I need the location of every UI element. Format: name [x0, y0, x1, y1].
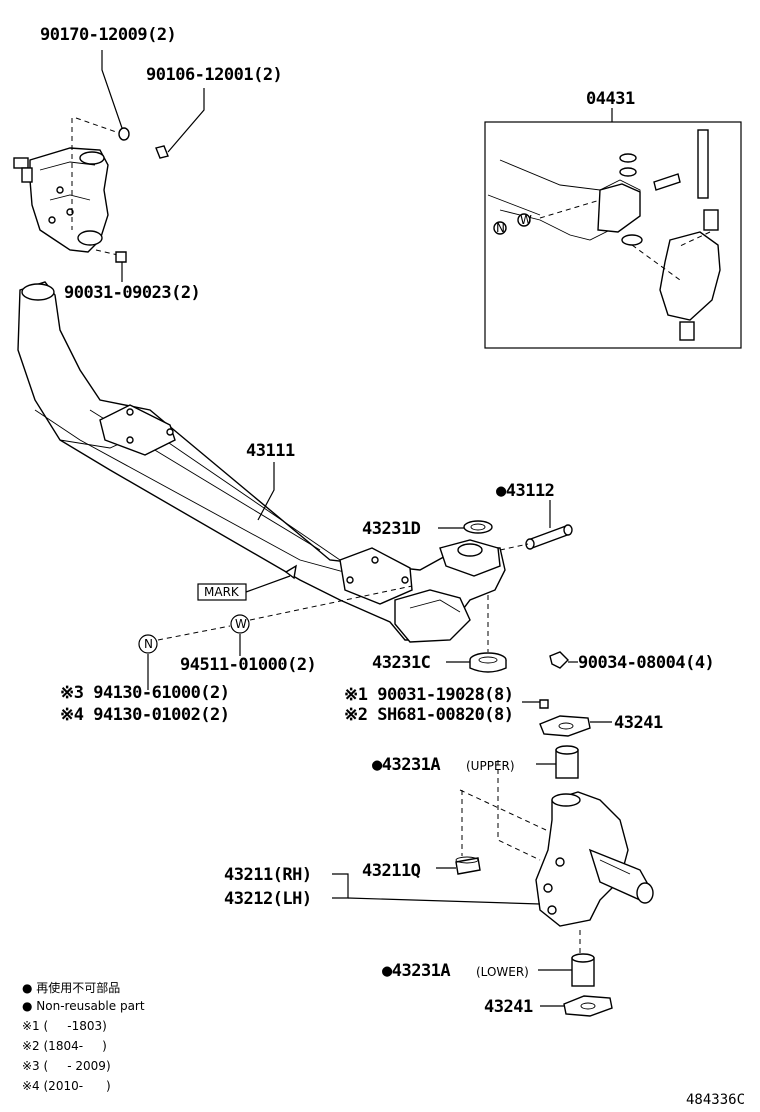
label-94511-01000: 94511-01000(2) — [180, 655, 316, 675]
steering-knuckle-43211 — [459, 760, 654, 927]
bushing-43211q — [455, 856, 481, 875]
grease-fitting-90034 — [549, 651, 569, 669]
label-43211: 43211(RH) — [224, 865, 312, 885]
label-90034-08004: 90034-08004(4) — [578, 653, 714, 673]
bolt-90031-19028 — [539, 699, 549, 709]
washer-43231d — [463, 520, 493, 534]
label-04431: 04431 — [586, 89, 635, 109]
inset-marker-w: W — [520, 213, 532, 227]
diagram-id: 484336C — [686, 1092, 745, 1108]
legend-note1: ※1 ( -1803) — [22, 1019, 107, 1033]
label-90031-09023: 90031-09023(2) — [64, 283, 200, 303]
marker-n: N — [138, 634, 158, 654]
bolt-90106 — [155, 145, 169, 159]
marker-n-letter: N — [144, 637, 153, 651]
marker-w-letter: W — [235, 617, 247, 631]
label-43112: ●43112 — [496, 481, 554, 501]
label-90031-19028: ※1 90031-19028(8) — [344, 685, 514, 705]
legend-note2: ※2 (1804- ) — [22, 1039, 107, 1053]
bearing-43231c — [469, 652, 507, 673]
front-axle-beam-43111 — [17, 281, 506, 643]
label-43212: 43212(LH) — [224, 889, 312, 909]
legend-note3: ※3 ( - 2009) — [22, 1059, 111, 1073]
label-mark: MARK — [204, 585, 240, 599]
label-43231a-lower: ●43231A — [382, 961, 450, 981]
knuckle-arm-detail — [13, 117, 123, 257]
kit-04431-inset: N W — [484, 108, 742, 349]
kingpin-43112 — [499, 500, 573, 551]
label-43241-lower: 43241 — [484, 997, 533, 1017]
label-94130-61000: ※3 94130-61000(2) — [60, 683, 230, 703]
shim-43241-lower — [563, 995, 613, 1017]
inset-marker-n: N — [496, 221, 505, 235]
legend-note4: ※4 (2010- ) — [22, 1079, 111, 1093]
marker-w: W — [230, 614, 250, 634]
label-sh681-00820: ※2 SH681-00820(8) — [344, 705, 514, 725]
label-43231a-upper-note: (UPPER) — [466, 759, 515, 773]
label-43231c: 43231C — [372, 653, 430, 673]
bushing-43231a-lower — [571, 953, 595, 987]
label-43231a-lower-note: (LOWER) — [476, 965, 529, 979]
label-43231a-upper: ●43231A — [372, 755, 440, 775]
legend-en: ● Non-reusable part — [22, 999, 145, 1013]
label-90170-12009: 90170-12009(2) — [40, 25, 176, 45]
shim-43241-upper — [539, 715, 591, 737]
label-94130-01002: ※4 94130-01002(2) — [60, 705, 230, 725]
bolt-90170 — [118, 127, 130, 141]
label-43241-upper: 43241 — [614, 713, 663, 733]
legend-jp: ● 再使用不可部品 — [22, 980, 120, 995]
mark-callout — [197, 564, 297, 601]
nut-90031-09023 — [115, 251, 127, 263]
label-43231d: 43231D — [362, 519, 421, 539]
legend: ● 再使用不可部品 ● Non-reusable part ※1 ( -1803… — [22, 980, 145, 1093]
bushing-43231a-upper — [555, 745, 579, 779]
label-43211q: 43211Q — [362, 861, 421, 881]
label-43111: 43111 — [246, 441, 295, 461]
label-90106-12001: 90106-12001(2) — [146, 65, 282, 85]
